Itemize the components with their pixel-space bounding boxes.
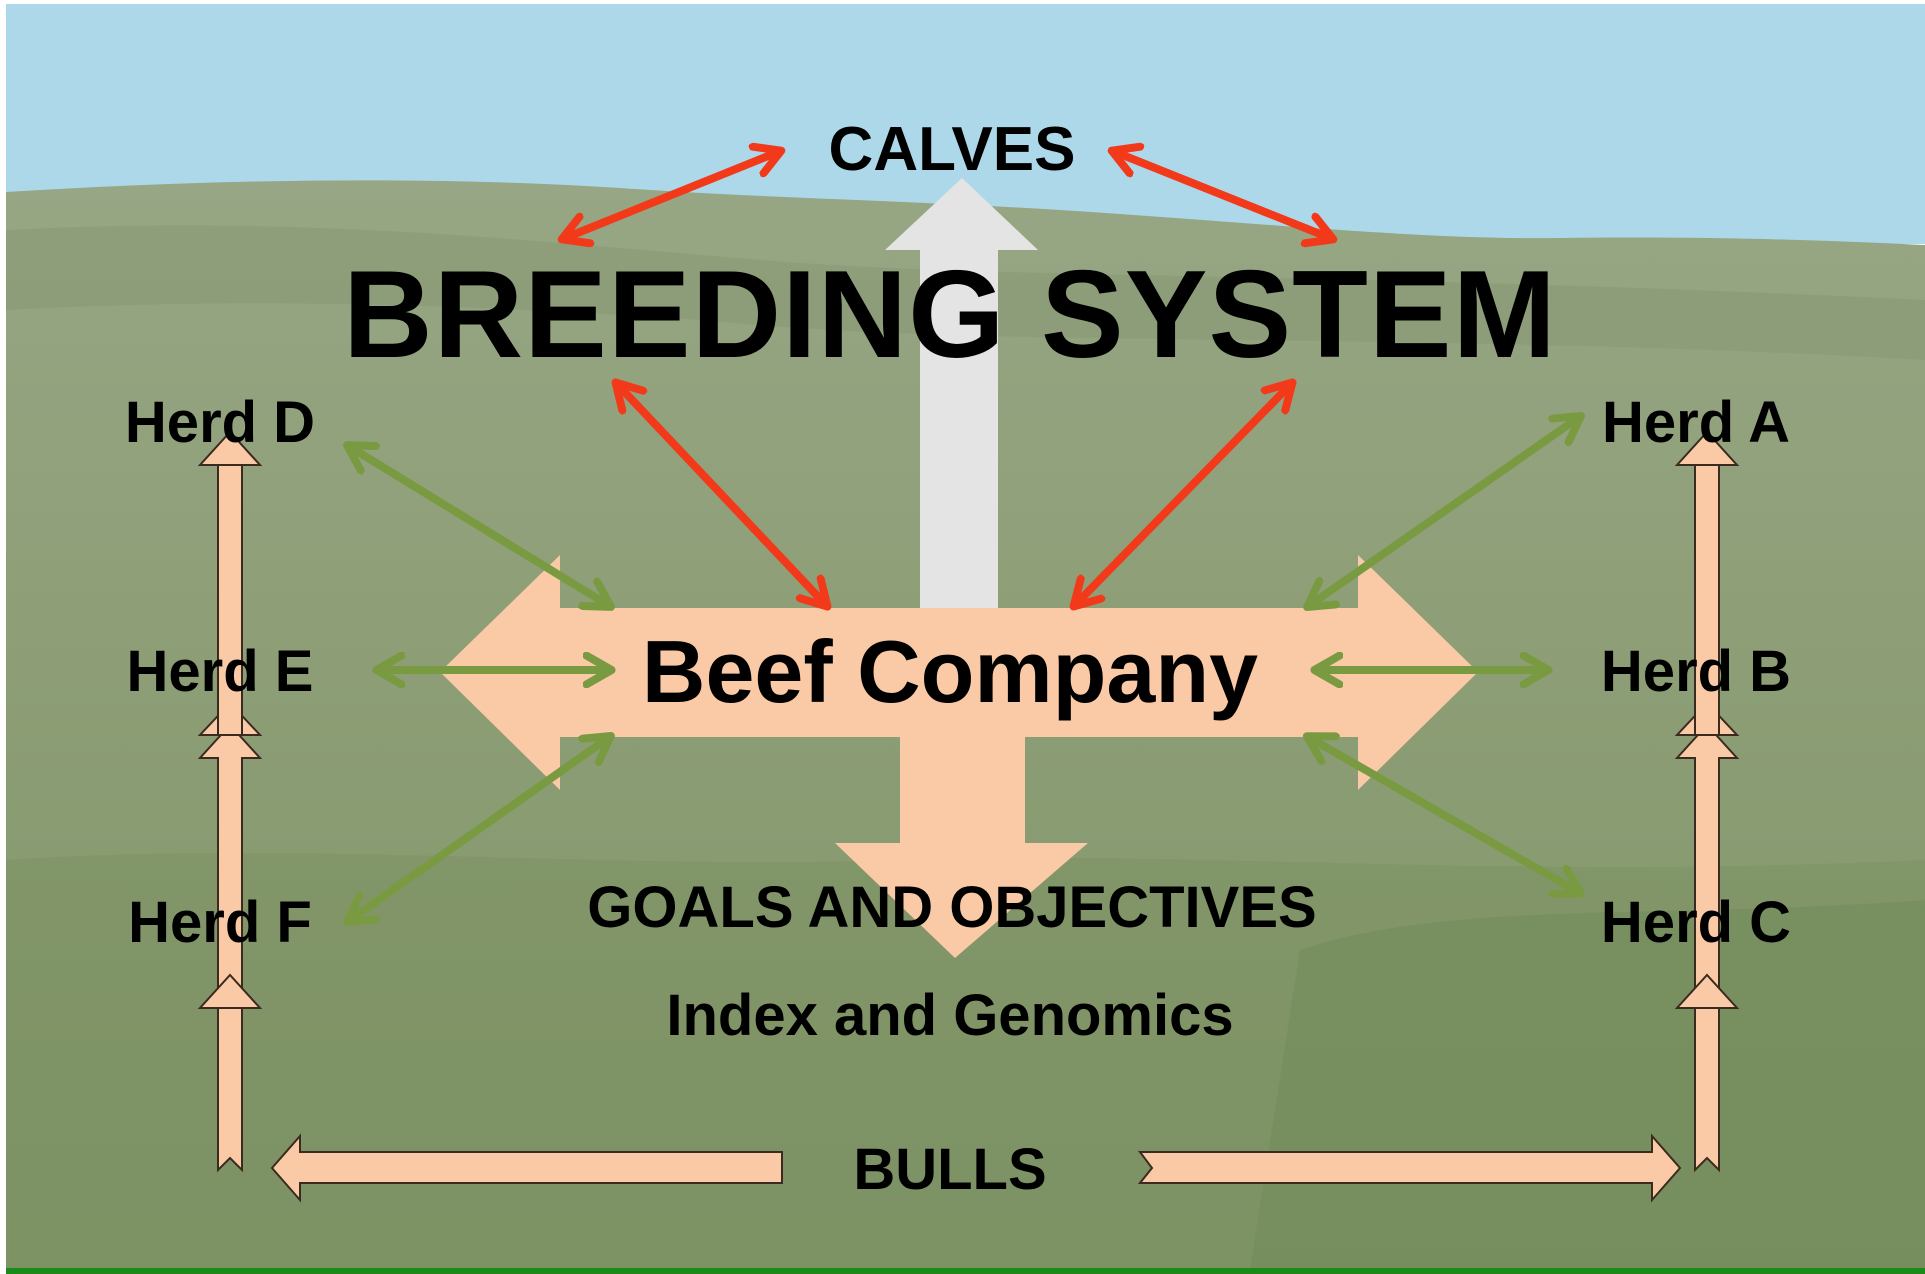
bulls-label: BULLS [853, 1141, 1046, 1199]
herd-d-label: Herd D [125, 394, 315, 452]
herd-a-label: Herd A [1602, 394, 1790, 452]
herd-e-label: Herd E [127, 643, 314, 701]
goals-label: GOALS AND OBJECTIVES [587, 879, 1316, 937]
herd-b-label: Herd B [1601, 643, 1791, 701]
herd-f-label: Herd F [128, 894, 312, 952]
beef-company-label: Beef Company [642, 628, 1258, 716]
calves-label: CALVES [829, 119, 1076, 181]
bottom-rule [6, 1268, 1925, 1274]
index-genomics-label: Index and Genomics [666, 987, 1233, 1045]
herd-c-label: Herd C [1601, 894, 1791, 952]
breeding-system-title: BREEDING SYSTEM [343, 253, 1557, 377]
